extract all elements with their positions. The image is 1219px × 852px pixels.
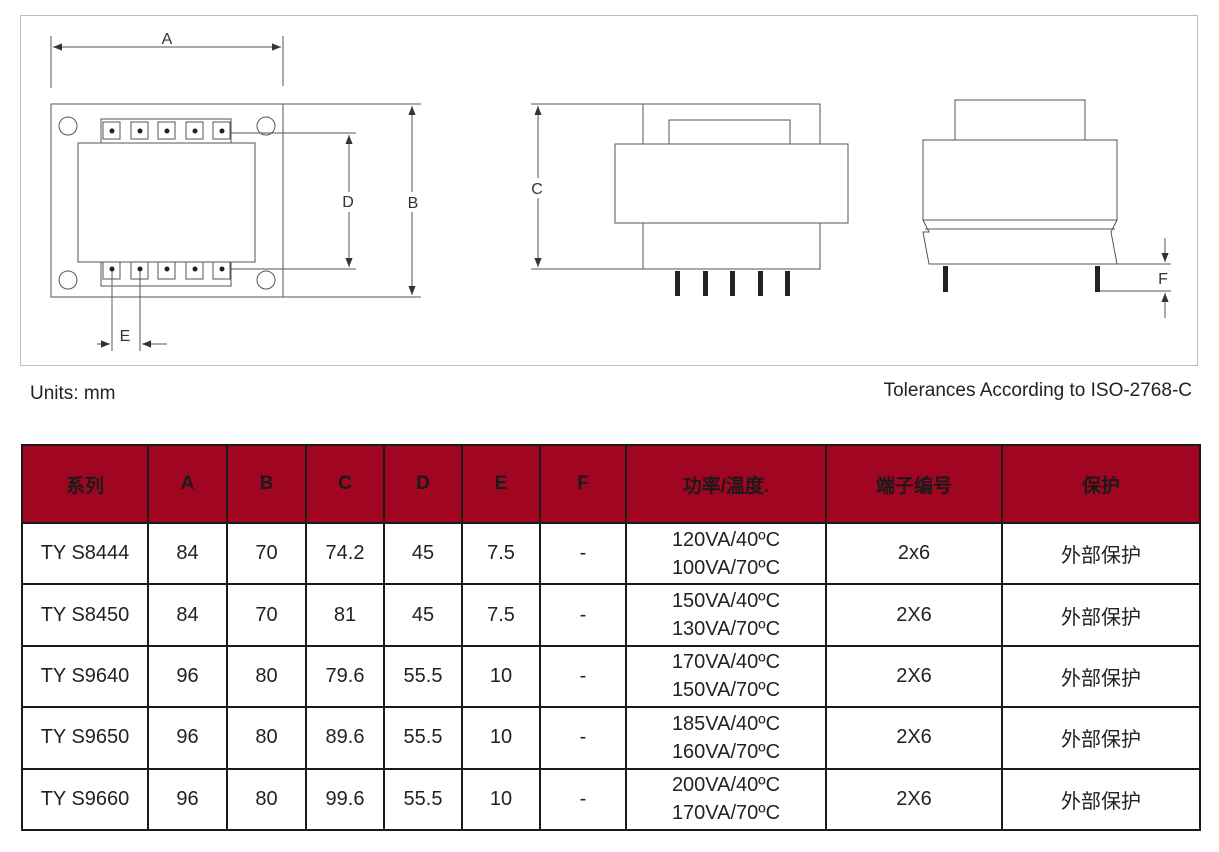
table-header-row: 系列 A B C D E F 功率/温度. 端子编号 保护	[21, 444, 1201, 524]
header-d: D	[383, 444, 463, 524]
power-40c: 200VA/40ºC	[671, 774, 781, 797]
table-row: TY S8450 84 70 81 45 7.5 - 150VA/40ºC 13…	[21, 583, 1201, 647]
cell-series: TY S9640	[21, 644, 149, 709]
cell-e: 10	[461, 706, 541, 770]
cell-d: 55.5	[383, 767, 463, 832]
header-series: 系列	[21, 444, 149, 524]
cell-series: TY S8450	[21, 583, 149, 647]
units-note: Units: mm	[30, 383, 116, 404]
cell-power: 120VA/40ºC 100VA/70ºC	[625, 521, 827, 586]
cell-e: 7.5	[461, 521, 541, 586]
power-40c: 120VA/40ºC	[671, 528, 781, 551]
cell-power: 150VA/40ºC 130VA/70ºC	[625, 583, 827, 647]
cell-f: -	[539, 521, 627, 586]
cell-c: 74.2	[305, 521, 385, 586]
header-power-temp: 功率/温度.	[625, 444, 827, 524]
cell-terminals: 2X6	[825, 583, 1003, 647]
header-e: E	[461, 444, 541, 524]
cell-d: 55.5	[383, 706, 463, 770]
cell-e: 7.5	[461, 583, 541, 647]
table-row: TY S8444 84 70 74.2 45 7.5 - 120VA/40ºC …	[21, 521, 1201, 586]
cell-a: 84	[147, 583, 228, 647]
cell-power: 185VA/40ºC 160VA/70ºC	[625, 706, 827, 770]
power-70c: 160VA/70ºC	[671, 740, 781, 763]
header-terminals: 端子编号	[825, 444, 1003, 524]
cell-c: 81	[305, 583, 385, 647]
cell-a: 96	[147, 706, 228, 770]
cell-f: -	[539, 767, 627, 832]
dimension-label-f: F	[1158, 271, 1168, 288]
cell-terminals: 2X6	[825, 767, 1003, 832]
cell-b: 70	[226, 583, 307, 647]
cell-protection: 外部保护	[1001, 583, 1201, 647]
cell-d: 55.5	[383, 644, 463, 709]
cell-a: 96	[147, 767, 228, 832]
cell-series: TY S9650	[21, 706, 149, 770]
top-view	[50, 103, 284, 298]
dimension-label-e: E	[120, 328, 131, 345]
dimension-label-a: A	[162, 31, 173, 48]
power-70c: 170VA/70ºC	[671, 802, 781, 825]
power-70c: 150VA/70ºC	[671, 679, 781, 702]
cell-f: -	[539, 706, 627, 770]
tolerance-note: Tolerances According to ISO-2768-C	[883, 380, 1192, 401]
cell-a: 96	[147, 644, 228, 709]
side-view	[922, 99, 1118, 265]
header-a: A	[147, 444, 228, 524]
cell-f: -	[539, 644, 627, 709]
cell-terminals: 2X6	[825, 644, 1003, 709]
cell-power: 200VA/40ºC 170VA/70ºC	[625, 767, 827, 832]
power-40c: 185VA/40ºC	[671, 712, 781, 735]
cell-d: 45	[383, 521, 463, 586]
power-40c: 150VA/40ºC	[671, 590, 781, 613]
spec-table: 系列 A B C D E F 功率/温度. 端子编号 保护 TY S8444 8…	[21, 444, 1201, 832]
header-b: B	[226, 444, 307, 524]
technical-drawing: A D B E C F	[20, 15, 1198, 366]
cell-b: 80	[226, 767, 307, 832]
cell-power: 170VA/40ºC 150VA/70ºC	[625, 644, 827, 709]
cell-c: 99.6	[305, 767, 385, 832]
cell-b: 80	[226, 644, 307, 709]
cell-c: 89.6	[305, 706, 385, 770]
cell-series: TY S9660	[21, 767, 149, 832]
cell-d: 45	[383, 583, 463, 647]
cell-f: -	[539, 583, 627, 647]
table-row: TY S9650 96 80 89.6 55.5 10 - 185VA/40ºC…	[21, 706, 1201, 770]
cell-protection: 外部保护	[1001, 644, 1201, 709]
cell-terminals: 2x6	[825, 521, 1003, 586]
power-40c: 170VA/40ºC	[671, 651, 781, 674]
cell-series: TY S8444	[21, 521, 149, 586]
table-row: TY S9640 96 80 79.6 55.5 10 - 170VA/40ºC…	[21, 644, 1201, 709]
dimension-label-d: D	[342, 194, 354, 211]
header-protection: 保护	[1001, 444, 1201, 524]
header-c: C	[305, 444, 385, 524]
power-70c: 100VA/70ºC	[671, 556, 781, 579]
transformer-dimension-drawing: A D B E C F	[50, 31, 1171, 351]
cell-protection: 外部保护	[1001, 767, 1201, 832]
cell-protection: 外部保护	[1001, 521, 1201, 586]
cell-c: 79.6	[305, 644, 385, 709]
cell-a: 84	[147, 521, 228, 586]
dimension-label-b: B	[408, 195, 419, 212]
cell-protection: 外部保护	[1001, 706, 1201, 770]
dimension-label-c: C	[531, 181, 543, 198]
header-f: F	[539, 444, 627, 524]
front-view	[614, 103, 849, 270]
power-70c: 130VA/70ºC	[671, 618, 781, 641]
cell-b: 70	[226, 521, 307, 586]
cell-terminals: 2X6	[825, 706, 1003, 770]
cell-e: 10	[461, 767, 541, 832]
cell-e: 10	[461, 644, 541, 709]
table-row: TY S9660 96 80 99.6 55.5 10 - 200VA/40ºC…	[21, 767, 1201, 832]
cell-b: 80	[226, 706, 307, 770]
